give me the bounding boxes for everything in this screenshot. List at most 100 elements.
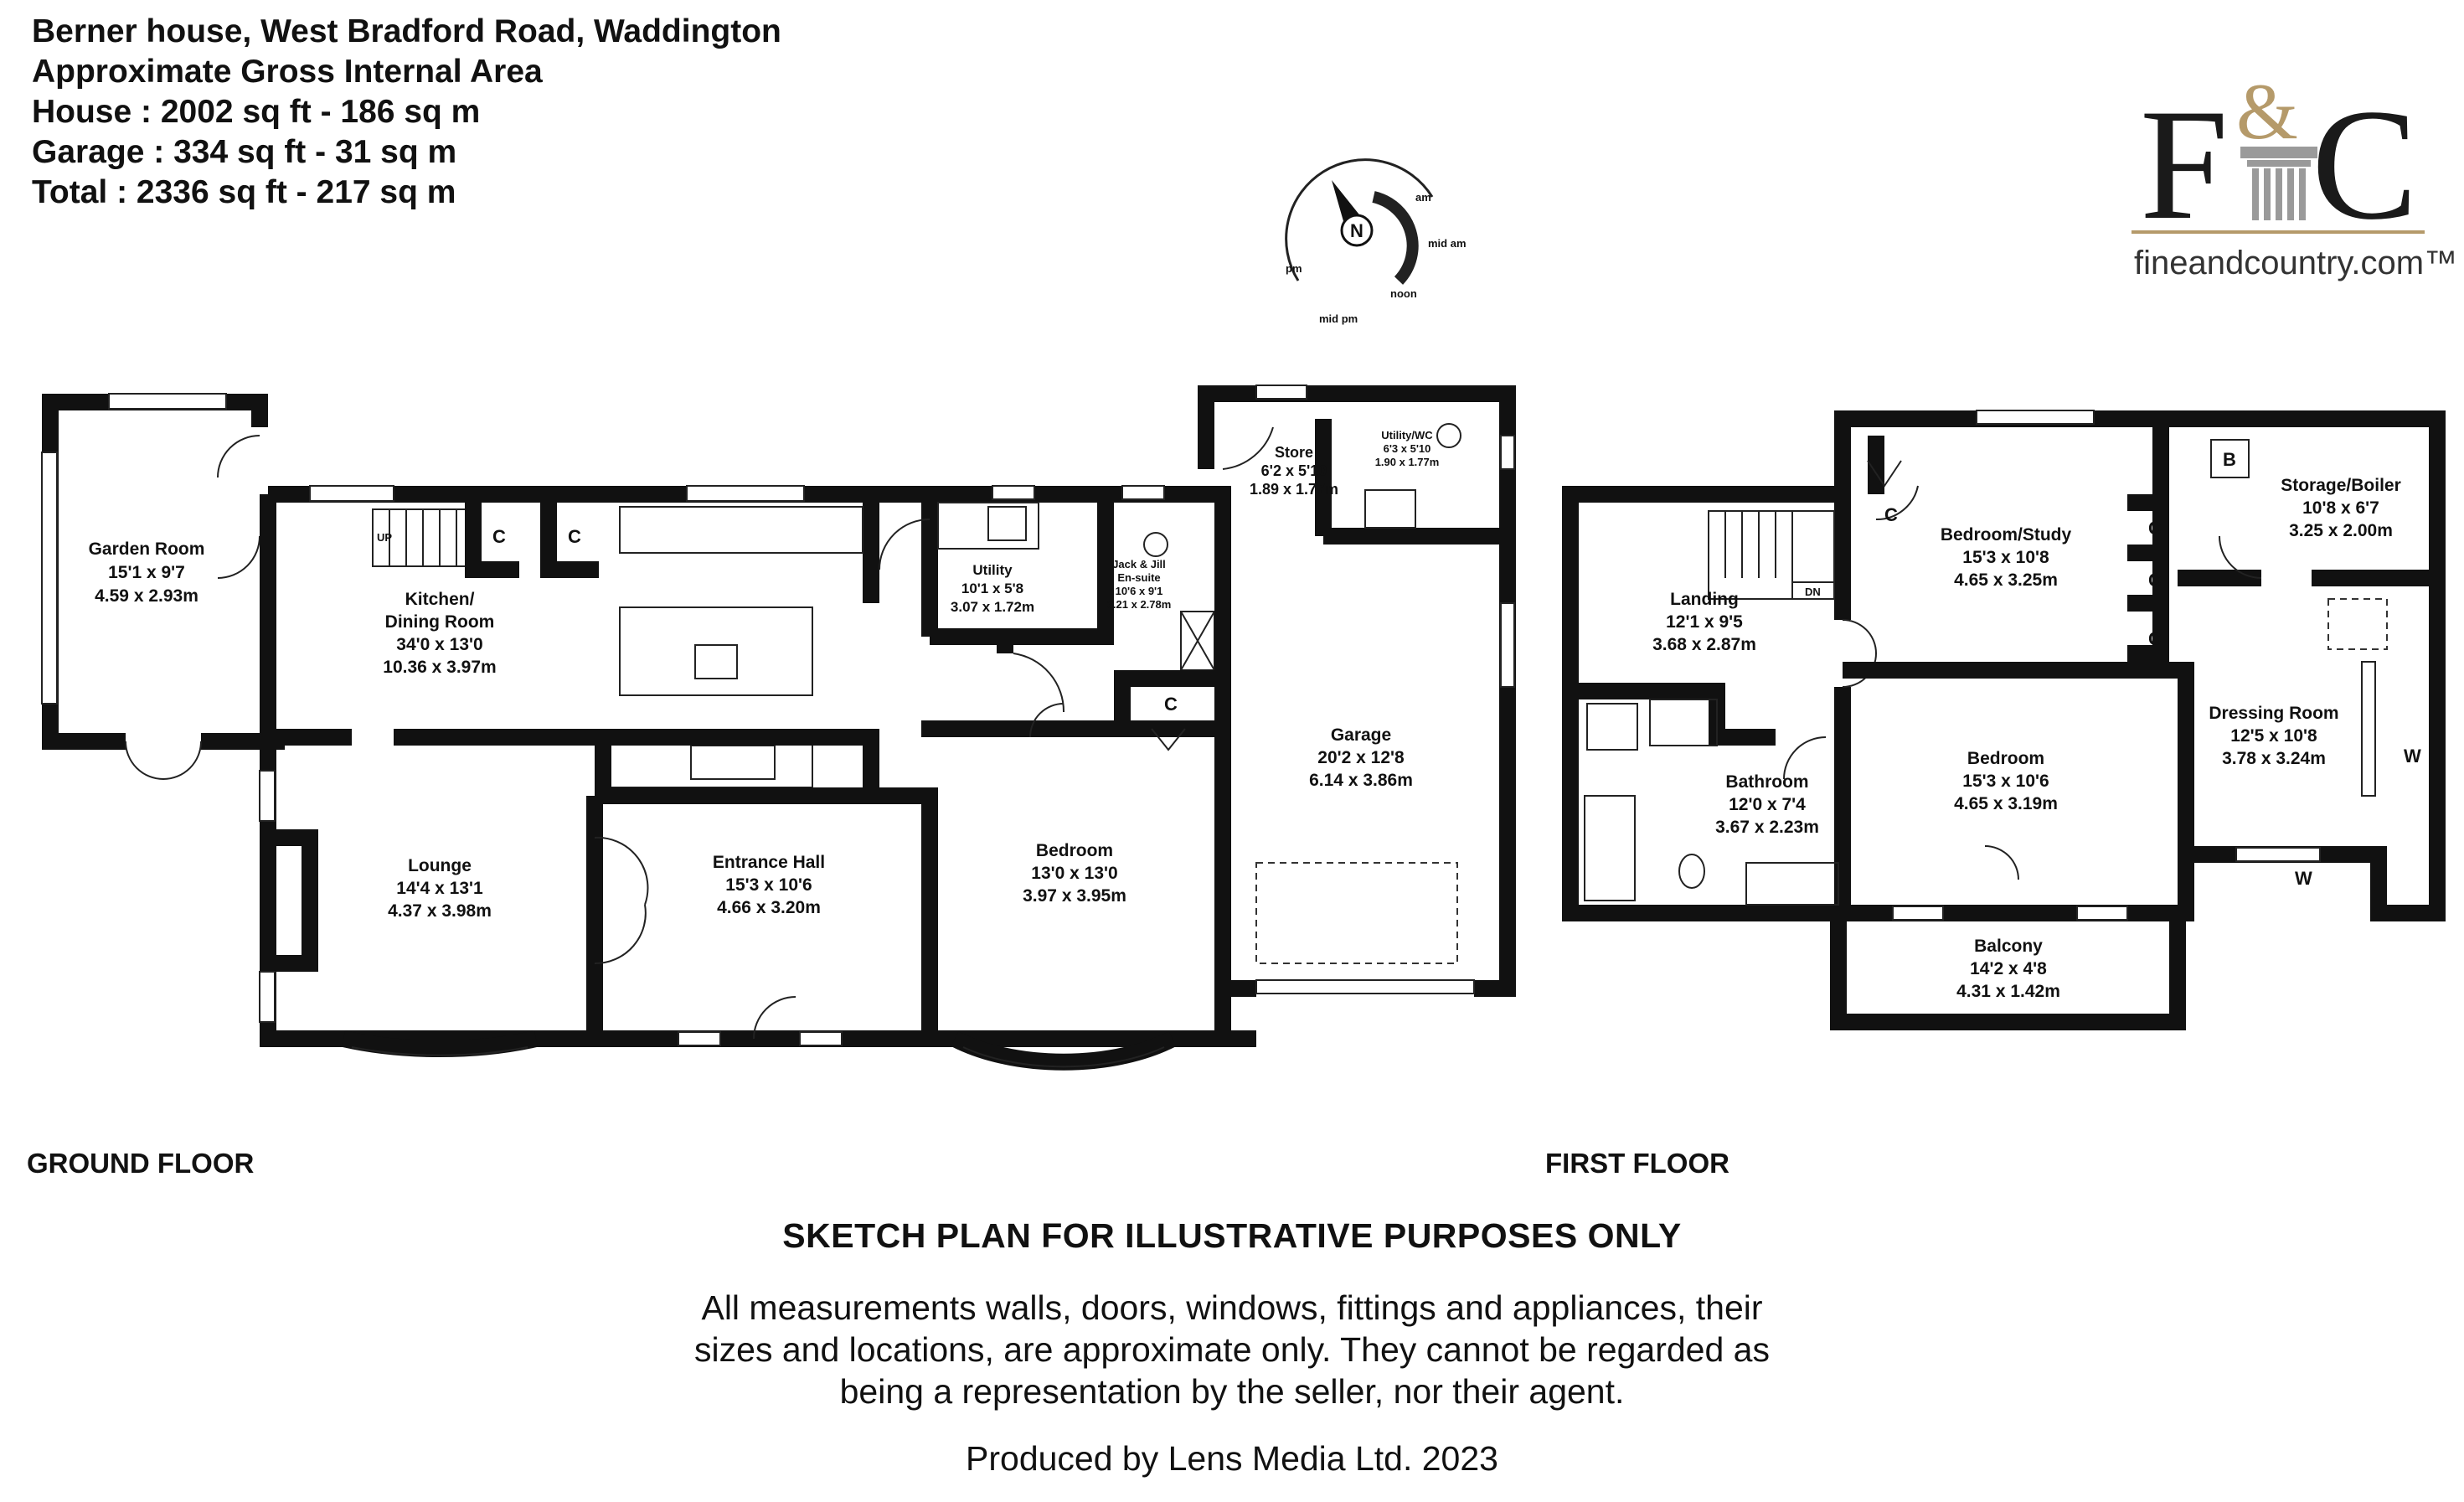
first-floor-labels: Landing 12'1 x 9'5 3.68 x 2.87m Bedroom/… <box>1652 476 2401 1001</box>
stairs-down-label: DN <box>1805 586 1821 598</box>
ensuite-dim-imperial: 10'6 x 9'1 <box>1116 585 1163 597</box>
utility-wc-name: Utility/WC <box>1381 429 1433 441</box>
stairs-up-label: UP <box>377 531 392 544</box>
produced-by: Produced by Lens Media Ltd. 2023 <box>966 1439 1498 1478</box>
garage-area: Garage : 334 sq ft - 31 sq m <box>32 134 457 170</box>
house-area: House : 2002 sq ft - 186 sq m <box>32 94 481 130</box>
storage-boiler-dim-imperial: 10'8 x 6'7 <box>2302 498 2379 518</box>
ground-floor-plan: UP C C <box>41 385 1516 1071</box>
bathroom-dim-imperial: 12'0 x 7'4 <box>1729 795 1806 814</box>
balcony-dim-metric: 4.31 x 1.42m <box>1956 982 2060 1001</box>
lounge-dim-imperial: 14'4 x 13'1 <box>396 879 483 898</box>
loft-hatch <box>2327 598 2388 650</box>
kitchen-island <box>619 606 813 696</box>
kitchen-dim-imperial: 34'0 x 13'0 <box>396 635 482 654</box>
lounge-name: Lounge <box>408 856 472 875</box>
compass-am: am <box>1415 191 1431 204</box>
kitchen-name: Kitchen/ <box>405 590 475 609</box>
compass-mid-pm: mid pm <box>1319 312 1358 325</box>
ensuite-name-2: En-suite <box>1117 571 1160 584</box>
store-dim-imperial: 6'2 x 5'10 <box>1261 462 1327 479</box>
lounge-bay-window <box>341 1030 539 1058</box>
landing-dim-metric: 3.68 x 2.87m <box>1652 635 1756 654</box>
study-cupboard-2-label: C <box>2148 518 2162 539</box>
study-cupboard-label: C <box>1884 504 1898 525</box>
utility-dim-imperial: 10'1 x 5'8 <box>961 581 1023 596</box>
bathroom-dim-metric: 3.67 x 2.23m <box>1715 818 1819 837</box>
ground-floor-label: GROUND FLOOR <box>27 1148 255 1179</box>
balcony-walls <box>1830 913 2186 1030</box>
balcony-dim-imperial: 14'2 x 4'8 <box>1970 959 2047 978</box>
fine-and-country-logo: F & C <box>2132 67 2425 253</box>
bedroom-study-dim-metric: 4.65 x 3.25m <box>1954 570 2058 590</box>
disclaimer-line-2: sizes and locations, are approximate onl… <box>694 1330 1770 1369</box>
car-outline <box>1255 862 1458 964</box>
storage-boiler-name: Storage/Boiler <box>2281 476 2401 495</box>
first-bedroom-dim-metric: 4.65 x 3.19m <box>1954 794 2058 813</box>
property-header: Berner house, West Bradford Road, Waddin… <box>32 12 781 213</box>
kitchen-dim-metric: 10.36 x 3.97m <box>383 658 496 677</box>
garage-dim-imperial: 20'2 x 12'8 <box>1317 748 1405 767</box>
utility-wc-dim-imperial: 6'3 x 5'10 <box>1384 442 1431 455</box>
wardrobe-right-label: W <box>2404 746 2421 766</box>
ensuite-name: Jack & Jill <box>1112 558 1166 570</box>
first-floor-label: FIRST FLOOR <box>1545 1148 1729 1179</box>
total-area: Total : 2336 sq ft - 217 sq m <box>32 174 456 210</box>
store-name: Store <box>1275 444 1313 461</box>
kitchen-cupboard-1-label: C <box>492 526 506 547</box>
compass: N am mid am noon pm mid pm <box>1285 158 1467 325</box>
garden-room-name: Garden Room <box>89 539 205 559</box>
utility-wc-dim-metric: 1.90 x 1.77m <box>1375 456 1440 468</box>
bathroom-name: Bathroom <box>1725 772 1808 792</box>
store-dim-metric: 1.89 x 1.77m <box>1250 481 1338 498</box>
logo-ampersand: & <box>2236 67 2298 156</box>
garden-room-dim-imperial: 15'1 x 9'7 <box>108 563 185 582</box>
study-cupboard-3-label: C <box>2148 570 2162 591</box>
kitchen-cupboard-2-label: C <box>568 526 581 547</box>
area-title: Approximate Gross Internal Area <box>32 54 543 90</box>
logo-letter-f: F <box>2140 77 2229 253</box>
entrance-hall-dim-imperial: 15'3 x 10'6 <box>725 875 812 895</box>
sketch-plan-title: SKETCH PLAN FOR ILLUSTRATIVE PURPOSES ON… <box>782 1216 1682 1255</box>
boiler-label: B <box>2223 449 2236 470</box>
dressing-room-dim-metric: 3.78 x 3.24m <box>2222 749 2326 768</box>
pillar-icon <box>2240 147 2317 220</box>
entrance-hall-name: Entrance Hall <box>713 853 825 872</box>
ensuite-dim-metric: 3.21 x 2.78m <box>1107 598 1172 611</box>
dressing-room-dim-imperial: 12'5 x 10'8 <box>2230 726 2317 746</box>
shower-tray <box>1649 699 1718 746</box>
garage-walls <box>1214 536 1256 1047</box>
ground-bedroom-dim-imperial: 13'0 x 13'0 <box>1031 864 1117 883</box>
bedroom-cupboard-label: C <box>1164 694 1178 715</box>
dressing-room-name: Dressing Room <box>2209 704 2338 723</box>
kitchen-name-2: Dining Room <box>385 612 495 632</box>
garage-name: Garage <box>1331 725 1391 745</box>
garden-room-dim-metric: 4.59 x 2.93m <box>95 586 198 606</box>
first-bedroom-dim-imperial: 15'3 x 10'6 <box>1962 772 2049 791</box>
first-bedroom-name: Bedroom <box>1967 749 2044 768</box>
disclaimer: All measurements walls, doors, windows, … <box>0 1287 2464 1412</box>
first-floor-outer-walls <box>1562 410 2446 921</box>
first-floor-stairs <box>1708 510 1835 600</box>
utility-dim-metric: 3.07 x 1.72m <box>951 599 1034 615</box>
bedroom-study-dim-imperial: 15'3 x 10'8 <box>1962 548 2049 567</box>
ground-bedroom-name: Bedroom <box>1036 841 1113 860</box>
bathtub <box>1584 795 1636 901</box>
utility-name: Utility <box>972 562 1013 578</box>
compass-noon: noon <box>1390 287 1417 300</box>
landing-name: Landing <box>1670 590 1739 609</box>
entrance-hall-dim-metric: 4.66 x 3.20m <box>717 898 821 917</box>
compass-pm: pm <box>1286 262 1302 275</box>
bedroom-study-name: Bedroom/Study <box>1941 525 2072 545</box>
bedroom-bay-window <box>951 1031 1177 1071</box>
garage-dim-metric: 6.14 x 3.86m <box>1309 771 1413 790</box>
disclaimer-line-1: All measurements walls, doors, windows, … <box>701 1288 1763 1327</box>
balcony-name: Balcony <box>1974 937 2043 956</box>
logo-letter-c: C <box>2312 77 2418 253</box>
logo-url: fineandcountry.com™ <box>2134 245 2458 281</box>
compass-north: N <box>1350 220 1363 241</box>
ground-bedroom-dim-metric: 3.97 x 3.95m <box>1023 886 1126 906</box>
lounge-dim-metric: 4.37 x 3.98m <box>388 901 492 921</box>
storage-boiler-dim-metric: 3.25 x 2.00m <box>2289 521 2393 540</box>
